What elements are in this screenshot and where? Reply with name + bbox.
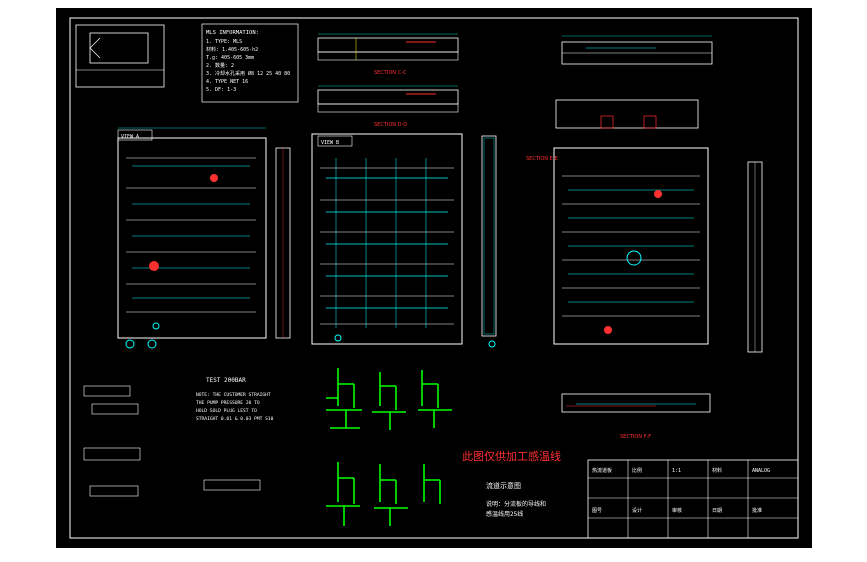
stamp-text: 此图仅供加工感温线	[462, 449, 561, 463]
tb-cell-3: 材料	[712, 467, 722, 474]
section-top-right	[555, 35, 713, 129]
section-f: SECTION F-F	[561, 393, 711, 440]
detail-sketches	[83, 385, 261, 497]
manifold-plate-c: SECTION E-E	[526, 147, 709, 345]
notes-header: MLS INFORMATION:	[206, 30, 259, 36]
section-c: SECTION C-C	[317, 33, 459, 76]
notes-line-7: 5. DF: 1-3	[206, 87, 236, 93]
tb-cell-6: 设计	[632, 507, 642, 514]
test-line-2: THE PUMP PRESSURE 20 TO	[196, 400, 260, 406]
legend-title: 流道示意图	[486, 481, 521, 490]
tb-cell-9: 批准	[752, 507, 762, 514]
notes-line-3: T.g: 405-605 3mm	[206, 55, 254, 61]
notes-line-6: 4. TYPE NET 16	[206, 79, 248, 85]
cad-drawing: MLS INFORMATION: 1. TYPE: MLS 材料: 1.405-…	[69, 17, 799, 539]
notes-line-5: 3. 冷却水孔采用 Ø8 12 25 40 80	[206, 70, 290, 77]
test-line-1: NOTE: THE CUSTOMER STRAIGHT	[196, 392, 271, 398]
tb-cell-5: 图号	[592, 508, 602, 514]
section-f-label: SECTION F-F	[620, 434, 651, 440]
notes-line-2: 材料: 1.405-605-h2	[206, 46, 258, 53]
manifold-plate-b: VIEW B	[311, 133, 496, 348]
tb-cell-8: 日期	[712, 508, 722, 514]
section-d-label: SECTION D-D	[374, 122, 407, 128]
section-c-label: SECTION C-C	[374, 70, 407, 76]
section-d: SECTION D-D	[317, 85, 459, 128]
tb-cell-7: 审核	[672, 507, 682, 514]
thumbnail-part	[75, 24, 165, 88]
plate-b-label: VIEW B	[321, 140, 339, 146]
title-block: 热流道板 比例 1:1 材料 ANALOG 图号 设计 审核 日期 批准	[587, 459, 799, 539]
notes-block: MLS INFORMATION: 1. TYPE: MLS 材料: 1.405-…	[201, 23, 299, 103]
legend-line-1: 说明：分流板的导线和	[486, 500, 546, 508]
section-e-label: SECTION E-E	[526, 156, 558, 162]
side-view-c	[747, 161, 763, 353]
test-block: TEST 200BAR NOTE: THE CUSTOMER STRAIGHT …	[196, 377, 274, 422]
test-line-3: HOLD SOLD PLUG LEST TO	[196, 408, 257, 414]
notes-line-1: 1. TYPE: MLS	[206, 39, 242, 45]
legend-line-2: 感温线用25线	[486, 510, 523, 518]
tb-cell-1: 比例	[632, 467, 642, 474]
test-title: TEST 200BAR	[206, 377, 246, 384]
side-view-b	[481, 135, 497, 337]
notes-line-4: 2. 数量: 2	[206, 62, 234, 69]
tb-cell-2: 1:1	[672, 468, 681, 474]
tb-cell-4: ANALOG	[752, 468, 770, 474]
side-view-a	[275, 147, 291, 339]
tb-cell-0: 热流道板	[592, 467, 612, 474]
manifold-plate-a: VIEW A	[117, 127, 267, 349]
plate-a-label: VIEW A	[121, 134, 139, 140]
test-line-4: STRAIGHT 0.01 & 0.03 PMT S10	[196, 416, 274, 422]
drawing-border	[69, 17, 799, 539]
drawing-frame: MLS INFORMATION: 1. TYPE: MLS 材料: 1.405-…	[56, 8, 812, 548]
runner-sketches	[326, 368, 452, 526]
